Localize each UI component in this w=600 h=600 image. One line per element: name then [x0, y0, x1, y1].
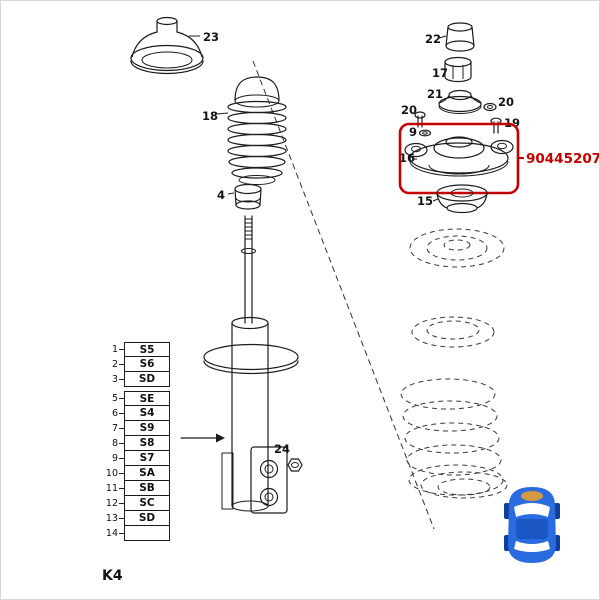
- code-table: 1 S5 2 S6 3 SD 5 SE 6 S4 7 S9: [100, 342, 170, 545]
- row-tick: [119, 503, 124, 504]
- row-code: S7: [124, 449, 170, 466]
- table-row: 5 SE: [100, 391, 170, 406]
- callout-24: 24: [274, 442, 290, 456]
- part-24-nut: [287, 458, 303, 472]
- row-code: [124, 524, 170, 541]
- row-tick: [119, 458, 124, 459]
- row-number: 13: [105, 513, 118, 524]
- row-code: SD: [124, 509, 170, 526]
- row-number: 2: [111, 359, 118, 370]
- ghost-upper-spring-seat: [409, 228, 505, 268]
- callout-23: 23: [203, 30, 219, 44]
- row-code: SA: [124, 464, 170, 481]
- row-number: 9: [111, 453, 118, 464]
- brand-car-icon: [504, 487, 560, 563]
- row-number: 1: [111, 344, 118, 355]
- part-22-cap: [445, 22, 475, 52]
- code-table-group-2: 5 SE 6 S4 7 S9 8 S8 9 S7 10 SA: [100, 391, 170, 541]
- row-code: S4: [124, 404, 170, 421]
- part-23-top-mount: [130, 16, 204, 75]
- part-15-bearing-cup: [436, 184, 488, 214]
- callout-21: 21: [427, 87, 443, 101]
- row-code: SC: [124, 494, 170, 511]
- axis-dashed-line: [252, 60, 435, 530]
- part-19-bolt: [490, 117, 502, 134]
- table-row: 12 SC: [100, 494, 170, 511]
- row-code: S6: [124, 355, 170, 372]
- table-row: 1 S5: [100, 342, 170, 357]
- callout-20-left: 20: [401, 103, 417, 117]
- table-row: 8 S8: [100, 434, 170, 451]
- row-tick: [119, 349, 124, 350]
- callout-16: 16: [399, 151, 415, 165]
- row-tick: [119, 364, 124, 365]
- row-number: 8: [111, 438, 118, 449]
- row-tick: [119, 518, 124, 519]
- row-tick: [119, 488, 124, 489]
- part-16-strut-mount: [404, 136, 514, 177]
- row-code: S8: [124, 434, 170, 451]
- table-row: 10 SA: [100, 464, 170, 481]
- leader-4: [227, 192, 235, 195]
- table-row: 13 SD: [100, 509, 170, 526]
- strut-body: [203, 215, 299, 514]
- row-number: 5: [111, 393, 118, 404]
- row-number: 7: [111, 423, 118, 434]
- ghost-coil-spring: [400, 378, 504, 496]
- part-17-nut: [444, 56, 472, 83]
- table-row: 11 SB: [100, 479, 170, 496]
- table-row: 7 S9: [100, 419, 170, 436]
- callout-4: 4: [217, 188, 225, 202]
- row-tick: [119, 533, 124, 534]
- row-number: 11: [105, 483, 118, 494]
- part-4-bump-stop: [234, 183, 262, 210]
- page-code: K4: [102, 568, 123, 584]
- callout-22: 22: [425, 32, 441, 46]
- row-code: SD: [124, 370, 170, 387]
- table-row: 9 S7: [100, 449, 170, 466]
- row-tick: [119, 379, 124, 380]
- row-number: 3: [111, 374, 118, 385]
- table-row: 6 S4: [100, 404, 170, 421]
- callout-17: 17: [432, 66, 448, 80]
- table-row: 2 S6: [100, 355, 170, 372]
- row-code: S9: [124, 419, 170, 436]
- code-table-group-1: 1 S5 2 S6 3 SD: [100, 342, 170, 387]
- table-arrow: [180, 433, 225, 443]
- callout-18: 18: [202, 109, 218, 123]
- row-tick: [119, 413, 124, 414]
- callout-20-right: 20: [498, 95, 514, 109]
- row-tick: [119, 443, 124, 444]
- part-20-right-washer: [483, 102, 497, 112]
- leader-22: [438, 35, 447, 39]
- highlighted-part-number[interactable]: 90445207: [526, 151, 600, 167]
- table-row: 3 SD: [100, 370, 170, 387]
- row-tick: [119, 428, 124, 429]
- row-code: S5: [124, 342, 170, 357]
- leader-15: [432, 198, 439, 202]
- row-number: 12: [105, 498, 118, 509]
- part-18-boot: [227, 76, 287, 185]
- ghost-spring-ring: [411, 316, 495, 348]
- row-tick: [119, 398, 124, 399]
- table-row: 14: [100, 524, 170, 541]
- row-number: 6: [111, 408, 118, 419]
- ghost-lower-spring-seat: [420, 471, 508, 499]
- callout-9: 9: [409, 125, 417, 139]
- callout-15: 15: [417, 194, 433, 208]
- row-code: SB: [124, 479, 170, 496]
- row-code: SE: [124, 391, 170, 406]
- row-tick: [119, 473, 124, 474]
- part-21-upper-cup: [438, 89, 482, 114]
- row-number: 10: [105, 468, 118, 479]
- leader-18: [216, 112, 229, 115]
- row-number: 14: [105, 528, 118, 539]
- part-9-washer: [418, 129, 432, 137]
